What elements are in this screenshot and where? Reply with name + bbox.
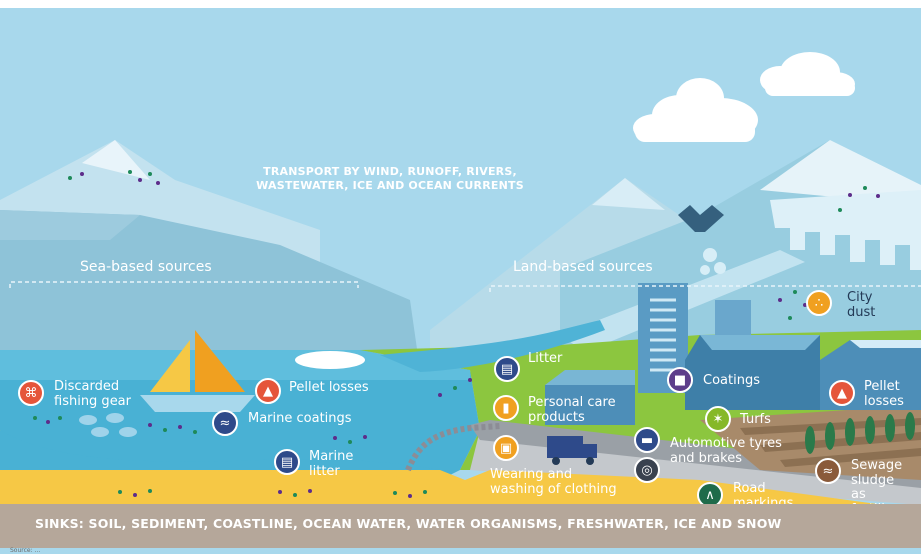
automotive-line1: Automotive tyres — [670, 437, 782, 452]
wearing-washing-line2: washing of clothing — [490, 483, 617, 498]
swimmer-icon: ≈ — [212, 410, 238, 436]
automotive-line2: and brakes — [670, 452, 782, 467]
pellet-drop-icon: ▲ — [255, 378, 281, 404]
wearing-washing-label: Wearing and washing of clothing — [490, 468, 617, 497]
footnote: Source: ... — [10, 547, 40, 554]
city-dust-line1: City — [847, 291, 875, 306]
sewage-sludge-line3: as — [851, 488, 905, 503]
sinks-label: SINKS: SOIL, SEDIMENT, COASTLINE, OCEAN … — [35, 516, 782, 531]
wearing-washing-line1: Wearing and — [490, 468, 617, 483]
turfs-label: Turfs — [740, 413, 771, 428]
road-markings-line1: Road — [733, 482, 793, 497]
sludge-icon: ≈ — [815, 458, 841, 484]
coatings-label: Coatings — [703, 374, 760, 389]
marine-litter-label: Marine litter — [309, 450, 353, 479]
transport-label-line2: WASTEWATER, ICE AND OCEAN CURRENTS — [235, 179, 545, 193]
fishing-gear-label: Discarded fishing gear — [54, 380, 131, 409]
marine-litter-line1: Marine — [309, 450, 353, 465]
city-dust-label: City dust — [847, 291, 875, 320]
transport-label-line1: TRANSPORT BY WIND, RUNOFF, RIVERS, — [235, 165, 545, 179]
land-based-sources-label: Land-based sources — [513, 259, 653, 275]
pellet-losses-sea-label: Pellet losses — [289, 381, 369, 396]
marine-litter-line2: litter — [309, 465, 353, 480]
trash-bin-icon: ▤ — [494, 356, 520, 382]
fishing-gear-line1: Discarded — [54, 380, 131, 395]
pellet-losses-land-label: Pellet losses — [864, 380, 904, 409]
pellet-drop-icon: ▲ — [829, 380, 855, 406]
fish-icon: ⌘ — [18, 380, 44, 406]
pellet-losses-land-line2: losses — [864, 395, 904, 410]
city-dust-line2: dust — [847, 306, 875, 321]
fishing-gear-line2: fishing gear — [54, 395, 131, 410]
sewage-sludge-line1: Sewage — [851, 459, 905, 474]
washing-machine-icon: ▣ — [493, 435, 519, 461]
sea-based-sources-label: Sea-based sources — [80, 259, 212, 275]
personal-care-label: Personal care products — [528, 396, 616, 425]
automotive-label: Automotive tyres and brakes — [670, 437, 782, 466]
grass-icon: ✶ — [705, 406, 731, 432]
sea-foam — [295, 351, 365, 369]
transport-label: TRANSPORT BY WIND, RUNOFF, RIVERS, WASTE… — [235, 165, 545, 194]
pellet-losses-land-line1: Pellet — [864, 380, 904, 395]
litter-label: Litter — [528, 352, 562, 367]
paint-roller-icon: ■ — [667, 367, 693, 393]
tyre-icon: ◎ — [634, 457, 660, 483]
trash-bin-icon: ▤ — [274, 449, 300, 475]
car-icon: ▬ — [634, 427, 660, 453]
cosmetic-bottle-icon: ▮ — [493, 395, 519, 421]
dust-icon: ∴ — [806, 290, 832, 316]
marine-coatings-label: Marine coatings — [248, 412, 352, 427]
personal-care-line1: Personal care — [528, 396, 616, 411]
personal-care-line2: products — [528, 411, 616, 426]
sewage-sludge-line2: sludge — [851, 474, 905, 489]
